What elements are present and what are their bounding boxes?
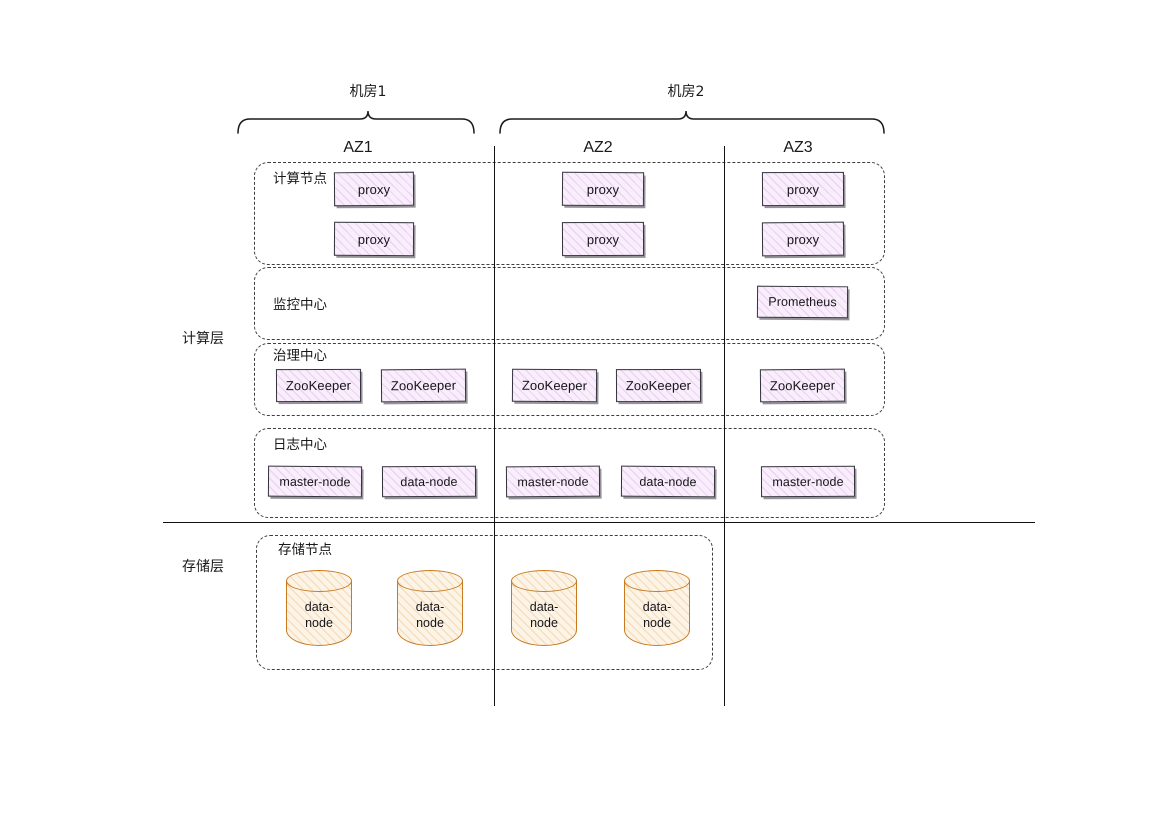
node-label: proxy	[357, 231, 391, 247]
node-label: master-node	[772, 474, 844, 489]
governance-center-group	[254, 343, 885, 416]
node-zookeeper-az3-1[interactable]: ZooKeeper	[759, 368, 846, 403]
node-label: data-node	[639, 474, 697, 489]
node-master-node-az1[interactable]: master-node	[267, 465, 363, 498]
node-label: ZooKeeper	[625, 377, 692, 394]
cylinder-data-node-az2-2[interactable]: data- node	[624, 570, 690, 646]
node-prometheus-az3[interactable]: Prometheus	[756, 285, 849, 319]
node-label: Prometheus	[768, 294, 837, 310]
node-zookeeper-az1-2[interactable]: ZooKeeper	[380, 368, 467, 403]
group-label-log-center: 日志中心	[273, 437, 327, 453]
node-label: proxy	[586, 181, 620, 197]
cylinder-top	[397, 570, 463, 592]
node-proxy-az3-2[interactable]: proxy	[761, 221, 845, 257]
cylinder-top	[286, 570, 352, 592]
room-title-2: 机房2	[667, 84, 705, 100]
node-label: proxy	[357, 181, 391, 197]
group-label-compute-nodes: 计算节点	[273, 171, 327, 187]
node-label: proxy	[786, 181, 820, 197]
node-zookeeper-az2-2[interactable]: ZooKeeper	[615, 368, 702, 403]
group-label-monitoring-center: 监控中心	[273, 297, 327, 313]
node-proxy-az1-2[interactable]: proxy	[333, 221, 415, 257]
node-proxy-az2-1[interactable]: proxy	[561, 171, 645, 207]
node-label: ZooKeeper	[769, 377, 836, 394]
node-label: master-node	[517, 474, 589, 489]
cylinder-top	[624, 570, 690, 592]
node-label: master-node	[279, 474, 351, 489]
node-master-node-az3[interactable]: master-node	[760, 465, 856, 498]
cylinder-label: data- node	[529, 600, 559, 630]
room1-brace	[237, 110, 475, 134]
node-data-node-az2[interactable]: data-node	[620, 465, 716, 498]
az2-az3-divider	[724, 146, 725, 706]
node-label: proxy	[786, 231, 820, 247]
cylinder-data-node-az1-2[interactable]: data- node	[397, 570, 463, 646]
cylinder-label: data- node	[304, 600, 334, 630]
compute-nodes-group	[254, 162, 885, 265]
az1-az2-divider	[494, 146, 495, 706]
node-label: data-node	[400, 474, 458, 489]
layer-label-compute: 计算层	[182, 331, 224, 347]
node-label: ZooKeeper	[521, 377, 588, 394]
room-title-1: 机房1	[349, 84, 387, 100]
node-data-node-az1[interactable]: data-node	[381, 465, 477, 498]
zone-title-az1: AZ1	[343, 139, 373, 156]
node-proxy-az1-1[interactable]: proxy	[333, 171, 415, 207]
cylinder-label: data- node	[642, 600, 672, 630]
node-zookeeper-az1-1[interactable]: ZooKeeper	[275, 368, 362, 403]
zone-title-az2: AZ2	[583, 139, 613, 156]
monitoring-center-group	[254, 267, 885, 340]
cylinder-data-node-az1-1[interactable]: data- node	[286, 570, 352, 646]
zone-title-az3: AZ3	[783, 139, 813, 156]
group-label-governance-center: 治理中心	[273, 348, 327, 364]
node-label: proxy	[586, 231, 620, 247]
cylinder-top	[511, 570, 577, 592]
node-label: ZooKeeper	[390, 377, 457, 394]
compute-storage-divider	[163, 522, 1035, 523]
node-label: ZooKeeper	[285, 377, 352, 394]
node-proxy-az3-1[interactable]: proxy	[761, 171, 845, 207]
log-center-group	[254, 428, 885, 518]
cylinder-body	[397, 581, 463, 646]
group-label-storage-nodes: 存储节点	[278, 542, 332, 558]
cylinder-data-node-az2-1[interactable]: data- node	[511, 570, 577, 646]
cylinder-label: data- node	[415, 600, 445, 630]
room2-brace	[499, 110, 885, 134]
storage-nodes-group	[256, 535, 713, 670]
node-proxy-az2-2[interactable]: proxy	[561, 221, 645, 257]
layer-label-storage: 存储层	[182, 559, 224, 575]
node-master-node-az2[interactable]: master-node	[505, 465, 601, 498]
node-zookeeper-az2-1[interactable]: ZooKeeper	[511, 368, 598, 403]
